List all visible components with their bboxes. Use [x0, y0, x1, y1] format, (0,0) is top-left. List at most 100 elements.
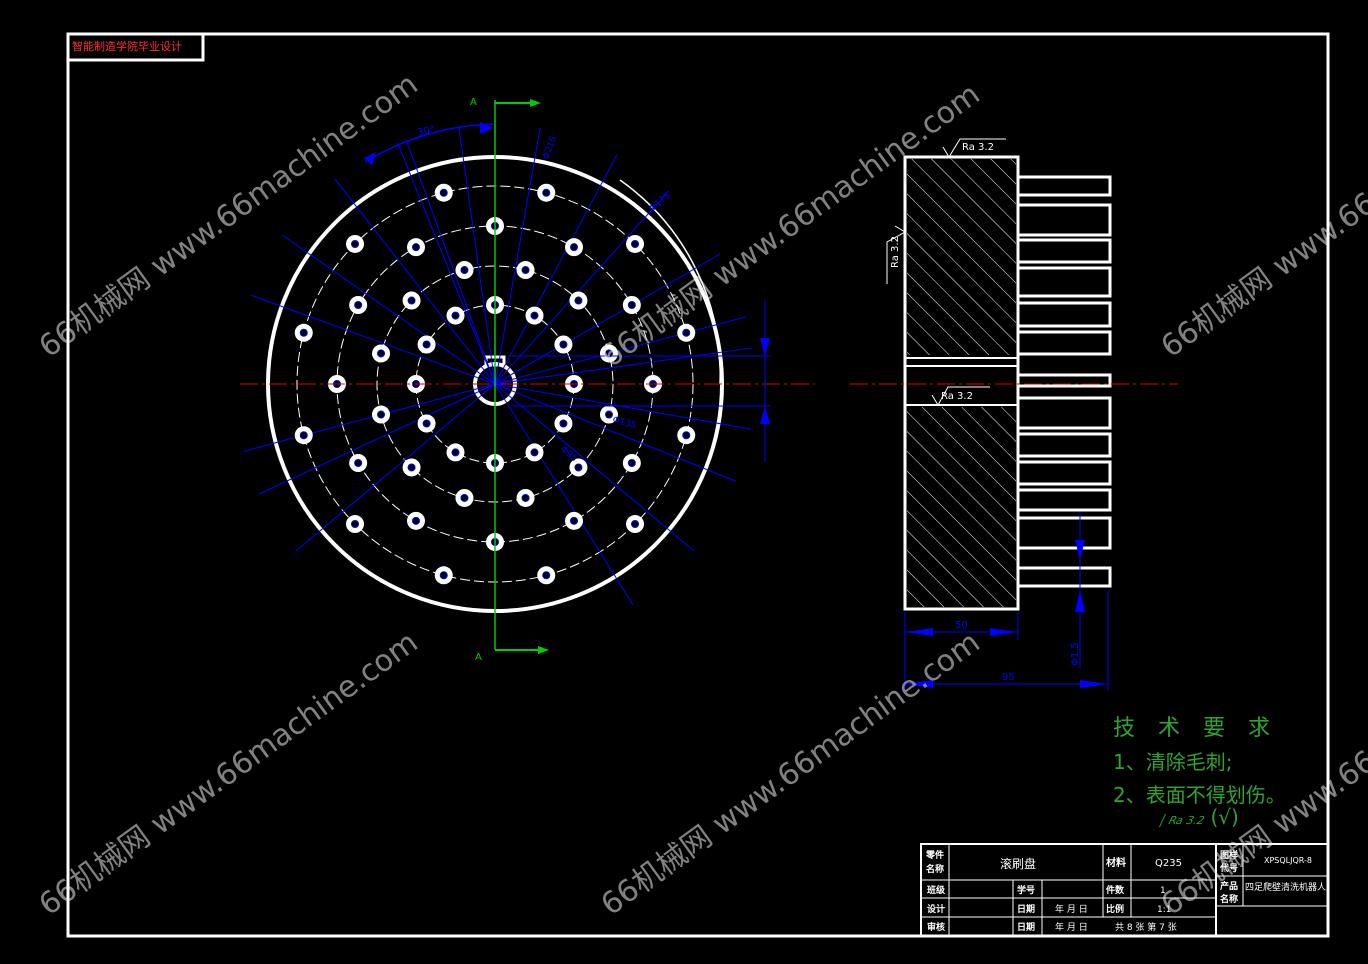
- tb-review-label: 审核: [927, 921, 945, 933]
- dimension-ray: [494, 154, 618, 385]
- bristle-hole-center: [570, 243, 578, 252]
- bristle-hole-center: [627, 301, 636, 309]
- bristle-slot: [1016, 266, 1112, 298]
- angle-arrow-head: [480, 122, 493, 134]
- bristle-slot: [1016, 460, 1112, 486]
- dimension-ray: [259, 383, 496, 495]
- dimension-ray: [494, 347, 753, 385]
- bristle-hole-center: [451, 448, 460, 457]
- hub-dim-arrow-bottom: [760, 406, 770, 424]
- section-label-bottom: A: [475, 652, 482, 663]
- bristle-hole-center: [627, 459, 636, 467]
- bristle-hole-center: [412, 243, 420, 252]
- bristle-dim-arrow-top: [1075, 540, 1085, 560]
- hatch-lower: [907, 407, 1016, 607]
- roughness-text-top: Ra 3.2: [962, 142, 994, 153]
- bristle-hole-center: [559, 419, 568, 428]
- bristle-hole-center: [574, 463, 583, 472]
- bristle-hole-center: [521, 266, 530, 275]
- bristle-hole-center: [530, 311, 539, 320]
- dimension-ray: [295, 383, 496, 552]
- dim-hub-arrow-left: [905, 628, 933, 636]
- tb-date-label-2: 日期: [1017, 921, 1035, 933]
- bristle-hole-center: [422, 340, 431, 349]
- angle-dimension-arc: [364, 123, 494, 163]
- tech-requirements: 技 术 要 求 1、清除毛刺; 2、表面不得划伤。: [1113, 710, 1286, 808]
- tb-scale-label: 比例: [1106, 903, 1124, 915]
- bristle-hole-center: [354, 459, 363, 467]
- tb-class-label: 班级: [927, 884, 946, 896]
- school-label-box: [66, 32, 205, 62]
- bristle-dim-text: Φ1.5: [1070, 642, 1081, 666]
- bristle-hole-center: [682, 328, 691, 337]
- dim-hub-arrow-right: [990, 628, 1018, 636]
- bristle-hole-center: [350, 239, 359, 248]
- bristle-slot: [1016, 396, 1112, 430]
- title-block-text: 零件 名称 滚刷盘 材料 Q235 图样 代号 XPSQLJQR-8 产品 名称…: [925, 849, 1326, 933]
- tb-product-name: 四足爬壁清洗机器人: [1245, 881, 1326, 893]
- tb-part-name-label: 零件: [925, 849, 944, 861]
- bristle-hole-center: [439, 571, 448, 580]
- bristle-slot: [1016, 301, 1112, 328]
- bristle-hole-center: [350, 520, 359, 529]
- roughness-symbol-top: [942, 138, 1006, 158]
- bristle-hole-center: [631, 520, 640, 529]
- bristle-hole-center: [451, 311, 460, 320]
- tb-drawing-no-label: 图样: [1220, 849, 1238, 861]
- bristle-hole-center: [559, 340, 568, 349]
- dimension-ray: [494, 316, 747, 385]
- bristle-hole-center: [412, 516, 420, 525]
- dimension-ray: [494, 383, 737, 482]
- bristle-slot: [1016, 373, 1112, 388]
- front-view: A A 30° Φ215 Φ175 Φ135 Φ95: [240, 97, 815, 663]
- bristle-slot: [1016, 488, 1112, 512]
- bristle-hole-center: [542, 188, 551, 197]
- school-label: 智能制造学院毕业设计: [72, 39, 182, 53]
- dimension-ray: [250, 294, 496, 385]
- dimension-ray: [494, 383, 634, 605]
- bristle-hole-center: [460, 493, 469, 502]
- tb-part-name-label-2: 名称: [926, 863, 944, 875]
- tech-title: 技 术 要 求: [1113, 716, 1278, 741]
- bristle-slot: [1016, 203, 1112, 237]
- bristle-hole-center: [299, 431, 308, 440]
- dim-overall-arrow-left: [905, 680, 933, 688]
- pcd-label-2: Φ175: [648, 191, 673, 214]
- tb-student-id-label: 学号: [1017, 884, 1035, 896]
- section-arrow-top-head: [530, 99, 541, 107]
- bristle-slot: [1016, 238, 1112, 264]
- dimension-ray: [494, 383, 752, 430]
- dimension-ray: [334, 178, 496, 385]
- dimension-ray: [405, 139, 496, 385]
- tb-design-label: 设计: [927, 903, 945, 915]
- drawing-frame: [66, 32, 1330, 938]
- bristle-slot: [1016, 175, 1112, 197]
- bristle-hole-center: [604, 410, 613, 419]
- angle-arrow-head-left: [364, 152, 376, 165]
- dimension-ray: [494, 383, 695, 552]
- bristle-hole-center: [530, 448, 539, 457]
- dimension-ray: [494, 127, 541, 385]
- bristle-slot: [1016, 330, 1112, 356]
- bristle-hole-center: [422, 419, 431, 428]
- roughness-text-left: Ra 3.2: [890, 236, 901, 268]
- dimension-ray: [243, 383, 496, 452]
- tb-part-name: 滚刷盘: [1000, 856, 1036, 871]
- tb-date-value: 年 月 日: [1055, 903, 1088, 915]
- bristle-hole-center: [631, 239, 640, 248]
- roughness-note-symbol: Ra 3.2: [1158, 814, 1208, 827]
- tb-quantity-label: 件数: [1106, 884, 1125, 896]
- bristle-hole-center: [521, 493, 530, 502]
- bristle-slots: [1016, 175, 1112, 588]
- bristle-hole-center: [439, 188, 448, 197]
- bristle-hole-center: [682, 431, 691, 440]
- tb-material: Q235: [1155, 858, 1182, 869]
- pcd-label-3: Φ135: [611, 415, 637, 431]
- tb-scale: 1:1: [1157, 905, 1171, 915]
- bristle-hole-center: [570, 516, 578, 525]
- hatch-upper: [907, 159, 1016, 355]
- bristle-hole-center: [377, 349, 386, 358]
- roughness-symbol-mid: [931, 386, 990, 406]
- roughness-note: Ra 3.2 (√): [1158, 805, 1239, 829]
